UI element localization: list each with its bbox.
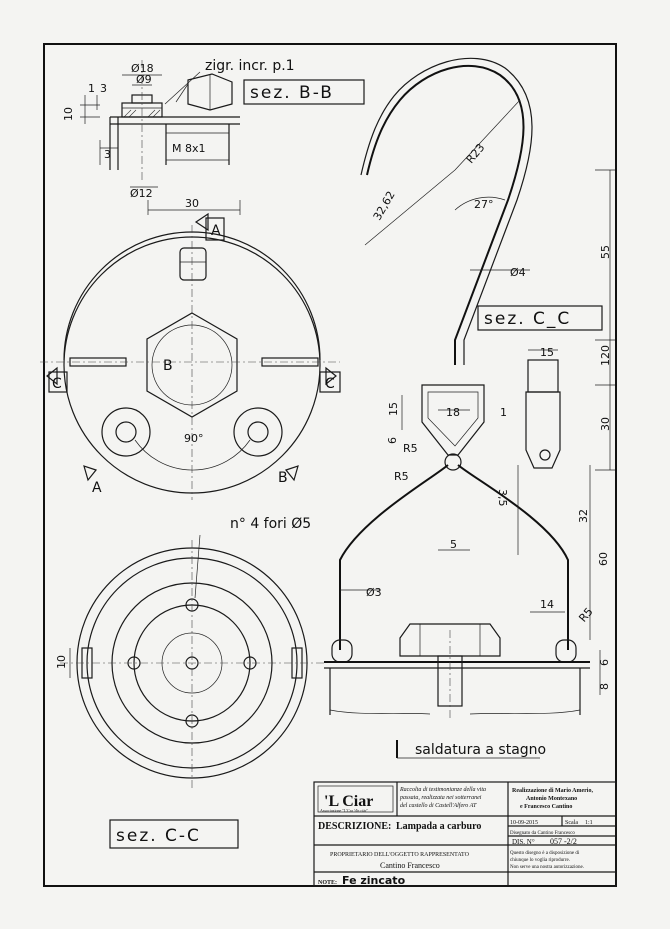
logo-subtitle: Associazione "L'Cra 'd'n ciàr" xyxy=(320,808,368,813)
hanger-bracket xyxy=(339,349,591,650)
marker-b-bottom: B xyxy=(278,470,288,486)
dim-m8: M 8x1 xyxy=(172,142,206,155)
marker-a-bottom: A xyxy=(92,480,102,496)
info-line-1: Raccolta di testimonianze della vita xyxy=(399,787,486,793)
dim-d15top: 15 xyxy=(540,346,554,359)
descr-value: Lampada a carburo xyxy=(396,821,481,832)
top-view-plate xyxy=(40,212,341,500)
dim-d12: Ø12 xyxy=(130,187,153,200)
marker-c-left: C xyxy=(52,376,62,392)
marker-c-right: C xyxy=(325,376,335,392)
dim-d14: 14 xyxy=(540,598,554,611)
dim-r5c: R5 xyxy=(576,605,595,625)
dim-d4: Ø4 xyxy=(510,266,526,279)
section-cc-top-label: sez. C_C xyxy=(484,309,571,329)
disclaimer-line-3: Non serve una nostra autorizzazione. xyxy=(510,865,584,870)
title-block xyxy=(313,781,617,887)
scale-value: 1:1 xyxy=(585,820,593,826)
dis-label: DIS. N° xyxy=(512,838,535,846)
section-cc-bottom-label: sez. C-C xyxy=(116,826,201,846)
dim-angle90: 90° xyxy=(184,432,204,445)
marker-a-top: A xyxy=(211,223,221,239)
dim-d10: 10 xyxy=(62,107,75,121)
dim-d8: 8 xyxy=(598,683,611,690)
solder-note: saldatura a stagno xyxy=(415,742,546,758)
date-value: 10-09-2015 xyxy=(510,820,538,826)
dim-d3b: 3 xyxy=(104,148,111,161)
bottom-view-plate xyxy=(60,534,325,790)
label-box-cc-bottom xyxy=(109,819,239,849)
authors-line-2: Antonio Montexano xyxy=(526,796,577,802)
dim-d3c: Ø3 xyxy=(366,586,382,599)
dim-d55: 55 xyxy=(599,245,612,259)
label-box-cc-top xyxy=(477,305,603,331)
dim-d1: 1 xyxy=(88,82,95,95)
dis-value: 057 -2/2 xyxy=(550,837,577,846)
lamp-body-section xyxy=(324,623,601,720)
dim-d10b: 10 xyxy=(55,655,68,669)
dim-d15: 15 xyxy=(387,402,400,416)
knurl-note: zigr. incr. p.1 xyxy=(205,58,295,74)
dim-d35: 3,5 xyxy=(496,489,509,507)
info-line-3: del castello di Castell'Alfero AT xyxy=(400,802,477,809)
dim-d6: 6 xyxy=(386,437,399,444)
marker-b-center: B xyxy=(163,358,173,374)
dim-d9: Ø9 xyxy=(136,73,152,86)
drawn-by: Disegnato da Cantino Francesco xyxy=(510,831,575,836)
dim-d18b: 18 xyxy=(446,406,460,419)
note-value: Fe zincato xyxy=(342,874,406,887)
dim-r5a: R5 xyxy=(403,442,418,455)
dim-d18: Ø18 xyxy=(131,62,154,75)
section-bb-detail xyxy=(80,60,241,215)
dim-d5: 5 xyxy=(450,538,457,551)
dim-d60: 60 xyxy=(597,552,610,566)
dim-d1b: 1 xyxy=(500,406,507,419)
dim-r5b: R5 xyxy=(394,470,409,483)
dim-d120: 120 xyxy=(599,345,612,366)
dim-d3262: 32,62 xyxy=(371,189,398,223)
dim-d30: 30 xyxy=(185,197,199,210)
dim-d6b: 6 xyxy=(598,659,611,666)
dim-d32: 32 xyxy=(577,509,590,523)
dim-r23: R23 xyxy=(464,141,488,166)
label-box-bb xyxy=(243,79,365,105)
disclaimer-line-1: Questo disegno è a disposizione di xyxy=(510,851,580,856)
holes-note: n° 4 fori Ø5 xyxy=(230,516,311,532)
dim-d3a: 3 xyxy=(100,82,107,95)
disclaimer-line-2: chiunque lo voglia riprodurre. xyxy=(510,858,570,863)
authors-line-1: Realizzazione di Mario Amerio, xyxy=(512,788,593,794)
descr-label: DESCRIZIONE: xyxy=(318,821,391,832)
logo-text: 'L Ciar xyxy=(324,793,373,810)
hook-drawing xyxy=(360,57,615,471)
dim-d30r: 30 xyxy=(599,417,612,431)
owner-value: Cantino Francesco xyxy=(380,861,440,870)
note-label: NOTE: xyxy=(318,880,337,886)
scale-label: Scala xyxy=(565,820,578,826)
owner-label: PROPRIETARIO DELL'OGGETTO RAPPRESENTATO xyxy=(330,852,470,858)
dim-angle27: 27° xyxy=(474,198,494,211)
authors-line-3: e Francesco Cantino xyxy=(520,804,572,810)
section-bb-label: sez. B-B xyxy=(250,83,334,103)
info-line-2: passata, realizzata nei sotterranei xyxy=(399,795,482,801)
